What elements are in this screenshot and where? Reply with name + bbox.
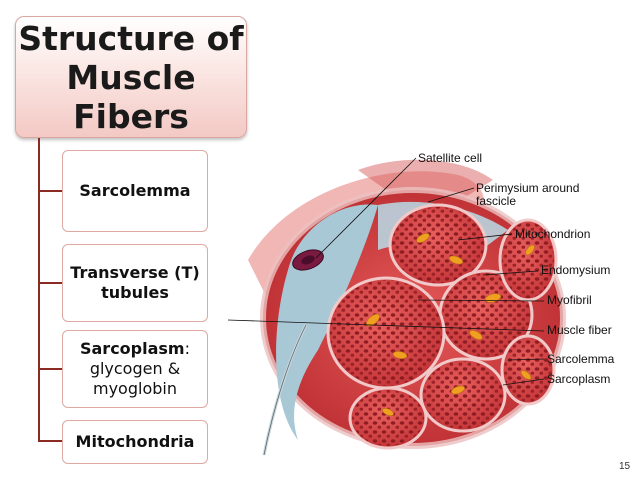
myofibrils-pattern	[423, 361, 503, 429]
tree-trunk-line	[38, 138, 40, 442]
leader-endomysium	[482, 270, 539, 276]
leader-satellite-cell	[315, 157, 417, 259]
muscle-fibers-group	[326, 203, 558, 450]
myofibrils-pattern	[330, 280, 442, 386]
myofibrils-pattern	[352, 390, 424, 446]
leader-perimysium	[427, 187, 475, 203]
myofibrils-pattern	[442, 273, 530, 357]
mitochondrion-shape	[451, 385, 465, 395]
node-mitochondria-label: Mitochondria	[75, 432, 195, 451]
leader-myofibril	[417, 299, 545, 302]
mitochondrion-shape	[525, 244, 535, 256]
mitochondrion-shape	[520, 370, 532, 380]
title-box: Structure of Muscle Fibers	[15, 16, 247, 138]
leader-sarcolemma	[507, 358, 545, 361]
node-sarcoplasm: Sarcoplasm: glycogen & myoglobin	[62, 330, 208, 408]
mitochondrion-shape	[382, 407, 394, 417]
page-number: 15	[619, 461, 631, 472]
node-ttubules-line-2: tubules	[101, 283, 169, 302]
label-muscle-fiber: Muscle fiber	[547, 323, 612, 337]
mitochondrion-shape	[469, 330, 483, 340]
myofibrils-pattern	[504, 338, 552, 402]
tree-branch-2	[38, 282, 62, 284]
node-sarcoplasm-line-3: myoglobin	[93, 379, 177, 398]
leader-mitochondrion	[457, 233, 513, 241]
leader-lines	[228, 157, 545, 386]
mitochondrion-shape	[449, 255, 463, 265]
page-title: Structure of Muscle Fibers	[18, 19, 243, 136]
myofibrils-pattern	[502, 222, 554, 298]
title-line-1: Structure of	[18, 18, 244, 58]
mitochondrion-shape	[416, 233, 430, 243]
muscle-fiber-illustration	[228, 157, 566, 456]
tree-branch-1	[38, 190, 62, 192]
node-sarcoplasm-line-2: glycogen &	[89, 359, 181, 378]
perimysium-layer	[260, 187, 566, 449]
label-perimysium-line-1: Perimysium around	[476, 181, 580, 195]
title-line-3: Fibers	[73, 96, 189, 136]
tree-branch-4	[38, 440, 62, 442]
label-sarcoplasm: Sarcoplasm	[547, 372, 611, 386]
label-perimysium-line-2: fascicle	[476, 194, 517, 208]
node-sarcoplasm-title: Sarcoplasm	[79, 339, 185, 358]
node-mitochondria: Mitochondria	[62, 420, 208, 464]
label-perimysium: Perimysium around fascicle	[476, 182, 579, 208]
node-sarcolemma-label: Sarcolemma	[79, 181, 191, 200]
label-satellite-cell: Satellite cell	[418, 151, 483, 165]
label-sarcolemma: Sarcolemma	[547, 352, 615, 366]
node-ttubules-text-2: T	[181, 263, 193, 282]
satellite-cell-nucleus	[301, 255, 315, 265]
mitochondrion-shape	[392, 351, 408, 359]
title-line-2: Muscle	[66, 57, 196, 97]
node-sarcoplasm-colon: :	[184, 339, 190, 358]
leader-sarcoplasm	[502, 378, 545, 386]
label-mitochondrion: Mitochondrion	[515, 227, 591, 241]
label-endomysium: Endomysium	[541, 263, 611, 277]
node-ttubules-text-1: Transverse (	[70, 263, 182, 282]
node-ttubules-text-3: )	[192, 263, 200, 282]
nerve-fiber-outline	[263, 324, 307, 456]
tree-branch-3	[38, 368, 62, 370]
node-transverse-tubules: Transverse (T) tubules	[62, 244, 208, 322]
leader-muscle-fiber	[228, 319, 545, 332]
myofibrils-pattern	[392, 207, 484, 283]
node-sarcolemma: Sarcolemma	[62, 150, 208, 232]
label-myofibril: Myofibril	[547, 293, 592, 307]
